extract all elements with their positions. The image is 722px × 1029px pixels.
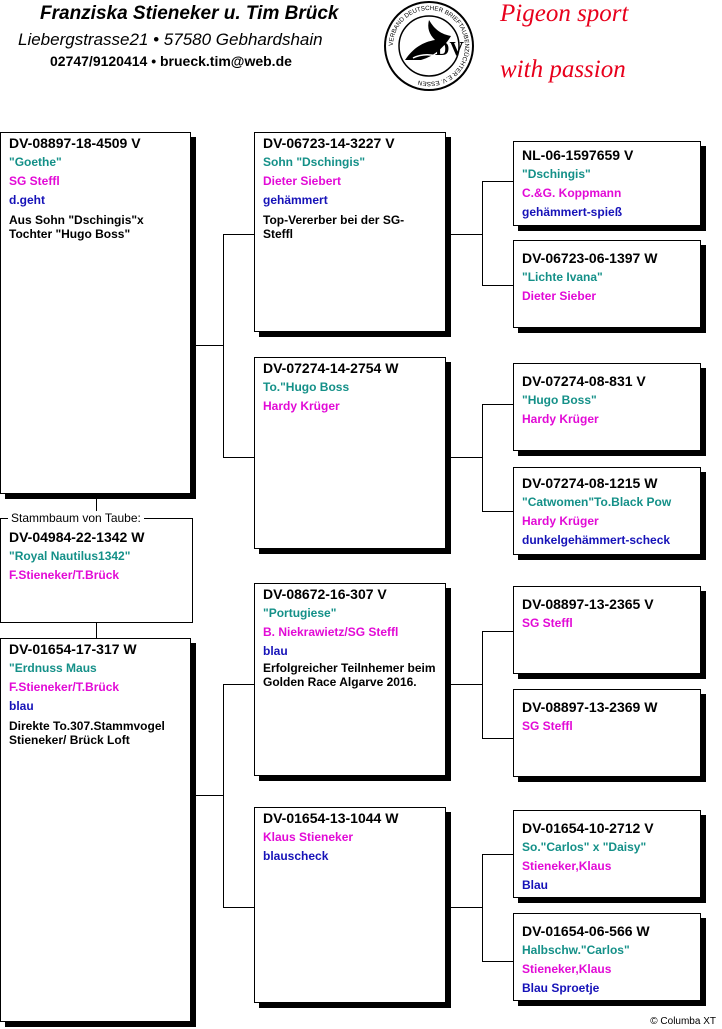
subject-pigeon-card[interactable]: DV-04984-22-1342 W "Royal Nautilus1342" … [0, 518, 193, 623]
pigeon-icon [405, 20, 451, 60]
mmm-card[interactable]: DV-01654-06-566 W Halbschw."Carlos" Stie… [513, 913, 701, 1001]
ring-number: DV-08897-13-2365 V [522, 596, 654, 612]
pigeon-name: "Erdnuss Maus [9, 661, 97, 675]
breeder: SG Steffl [9, 174, 60, 188]
feather-color: Blau [522, 878, 549, 892]
ring-number: DV-07274-08-1215 W [522, 475, 658, 491]
logo-letters: DV [435, 38, 464, 60]
breeder: SG Steffl [522, 616, 573, 630]
ring-number: DV-06723-14-3227 V [263, 135, 395, 151]
feather-color: gehämmert-spieß [522, 205, 623, 219]
pigeon-name: "Dschingis" [522, 167, 591, 181]
feather-color: blauscheck [263, 849, 329, 863]
breeder: B. Niekrawietz/SG Steffl [263, 625, 399, 639]
pigeon-note: Direkte To.307.Stammvogel Stieneker/ Brü… [9, 719, 165, 747]
mfm-card[interactable]: DV-08897-13-2369 W SG Steffl [513, 689, 701, 777]
ring-number: DV-01654-13-1044 W [263, 810, 399, 826]
pigeon-name: "Royal Nautilus1342" [9, 549, 131, 563]
pigeon-name: "Goethe" [9, 155, 62, 169]
pigeon-name: "Portugiese" [263, 606, 337, 620]
mother-father-card[interactable]: DV-08672-16-307 V "Portugiese" B. Niekra… [254, 583, 446, 776]
association-logo: VERBAND DEUTSCHER BRIEFTAUBENZÜCHTER E.V… [384, 1, 474, 91]
breeder: Stieneker,Klaus [522, 962, 612, 976]
feather-color: blau [263, 644, 288, 658]
footer-copyright: © Columba XT [650, 1016, 716, 1027]
feather-color: Blau Sproetje [522, 981, 600, 995]
fmm-card[interactable]: DV-07274-08-1215 W "Catwomen"To.Black Po… [513, 467, 701, 555]
pigeon-name: So."Carlos" x "Daisy" [522, 840, 647, 854]
ring-number: DV-01654-06-566 W [522, 923, 650, 939]
pigeon-name: To."Hugo Boss [263, 380, 350, 394]
ring-number: DV-07274-08-831 V [522, 373, 646, 389]
breeder: Hardy Krüger [263, 399, 340, 413]
feather-color: gehämmert [263, 193, 328, 207]
feather-color: blau [9, 699, 34, 713]
pigeon-name: Sohn "Dschingis" [263, 155, 366, 169]
owners-name: Franziska Stieneker u. Tim Brück [40, 3, 339, 24]
fmf-card[interactable]: DV-07274-08-831 V "Hugo Boss" Hardy Krüg… [513, 363, 701, 451]
ring-number: DV-08897-18-4509 V [9, 135, 141, 151]
ffm-card[interactable]: DV-06723-06-1397 W "Lichte Ivana" Dieter… [513, 240, 701, 328]
pedigree-caption: Stammbaum von Taube: [8, 511, 144, 525]
ring-number: NL-06-1597659 V [522, 147, 634, 163]
breeder: Klaus Stieneker [263, 830, 354, 844]
pigeon-name: Halbschw."Carlos" [522, 943, 630, 957]
father-card[interactable]: DV-08897-18-4509 V "Goethe" SG Steffl d.… [0, 132, 191, 494]
father-father-card[interactable]: DV-06723-14-3227 V Sohn "Dschingis" Diet… [254, 132, 446, 332]
breeder: Dieter Siebert [263, 174, 342, 188]
breeder: Stieneker,Klaus [522, 859, 612, 873]
mmf-card[interactable]: DV-01654-10-2712 V So."Carlos" x "Daisy"… [513, 810, 701, 898]
pigeon-note: Erfolgreicher Teilnhemer beim Golden Rac… [263, 661, 436, 689]
mother-mother-card[interactable]: DV-01654-13-1044 W Klaus Stieneker blaus… [254, 807, 446, 1003]
ring-number: DV-07274-14-2754 W [263, 360, 399, 376]
pigeon-note: Aus Sohn "Dschingis"x Tochter "Hugo Boss… [9, 213, 144, 241]
pigeon-name: "Hugo Boss" [522, 393, 597, 407]
breeder: SG Steffl [522, 719, 573, 733]
feather-color: dunkelgehämmert-scheck [522, 533, 671, 547]
breeder: C.&G. Koppmann [522, 186, 622, 200]
pigeon-name: "Lichte Ivana" [522, 270, 603, 284]
owner-address: Liebergstrasse21 • 57580 Gebhardshain [18, 30, 323, 49]
pigeon-note: Top-Vererber bei der SG-Steffl [263, 213, 405, 241]
breeder: F.Stieneker/T.Brück [9, 568, 120, 582]
slogan-line-2: with passion [500, 56, 626, 83]
feather-color: d.geht [9, 193, 45, 207]
ring-number: DV-01654-10-2712 V [522, 820, 654, 836]
pigeon-name: "Catwomen"To.Black Pow [522, 495, 672, 509]
fff-card[interactable]: NL-06-1597659 V "Dschingis" C.&G. Koppma… [513, 141, 701, 226]
breeder: Hardy Krüger [522, 412, 599, 426]
ring-number: DV-08672-16-307 V [263, 586, 387, 602]
breeder: F.Stieneker/T.Brück [9, 680, 120, 694]
breeder: Hardy Krüger [522, 514, 599, 528]
ring-number: DV-08897-13-2369 W [522, 699, 658, 715]
father-mother-card[interactable]: DV-07274-14-2754 W To."Hugo Boss Hardy K… [254, 357, 446, 549]
ring-number: DV-04984-22-1342 W [9, 529, 145, 545]
owner-contact: 02747/9120414 • brueck.tim@web.de [50, 53, 292, 69]
slogan-line-1: Pigeon sport [500, 0, 629, 27]
ring-number: DV-06723-06-1397 W [522, 250, 658, 266]
mother-card[interactable]: DV-01654-17-317 W "Erdnuss Maus F.Stiene… [0, 638, 191, 1022]
ring-number: DV-01654-17-317 W [9, 641, 137, 657]
mff-card[interactable]: DV-08897-13-2365 V SG Steffl [513, 586, 701, 674]
breeder: Dieter Sieber [522, 289, 597, 303]
